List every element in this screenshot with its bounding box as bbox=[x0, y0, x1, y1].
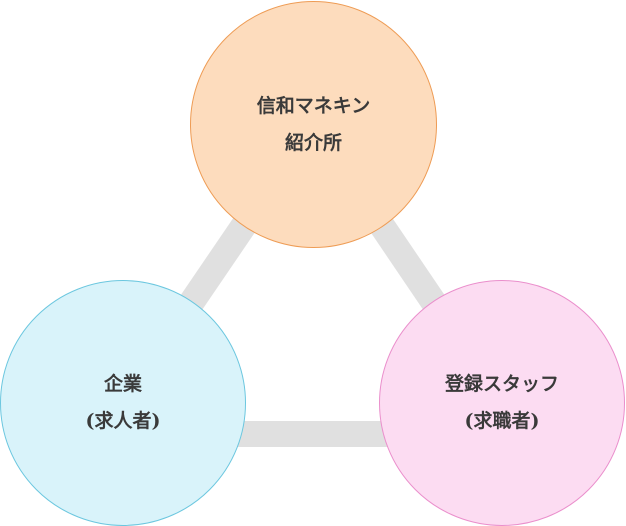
agency-name-line1: 信和マネキン bbox=[256, 94, 371, 117]
agency-node: 信和マネキン 紹介所 bbox=[190, 1, 437, 248]
staff-name-line1: 登録スタッフ bbox=[444, 373, 559, 395]
company-name-line2: (求人者) bbox=[85, 410, 161, 432]
staff-name-line2: (求職者) bbox=[464, 410, 540, 432]
company-name-line1: 企業 bbox=[103, 373, 142, 395]
staff-node: 登録スタッフ (求職者) bbox=[379, 280, 625, 526]
agency-name-line2: 紹介所 bbox=[284, 131, 342, 154]
company-node: 企業 (求人者) bbox=[0, 280, 246, 526]
